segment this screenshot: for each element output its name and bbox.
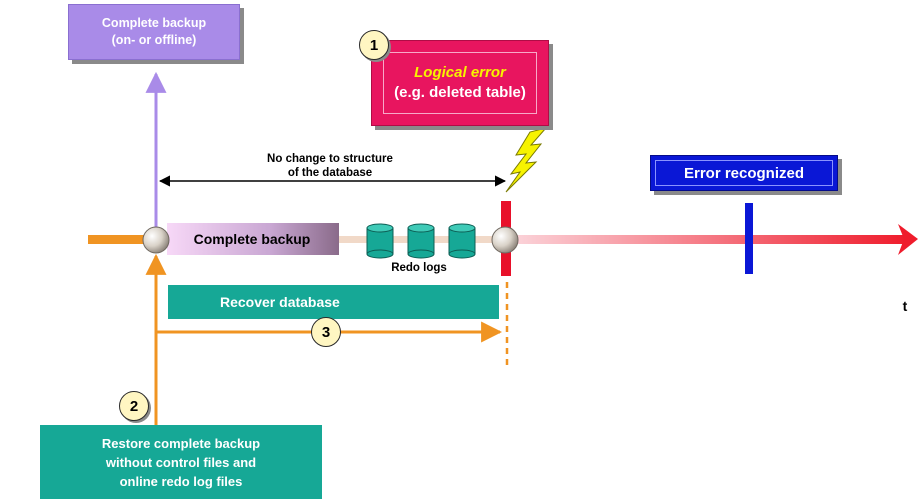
redo-logs-label: Redo logs — [391, 262, 447, 274]
complete-backup-info-box: Complete backup (on- or offline) — [68, 4, 240, 60]
redo-log-cylinder — [407, 223, 435, 259]
error-recognized-text: Error recognized — [683, 164, 805, 182]
logical-error-text: Logical error (e.g. deleted table) — [394, 63, 526, 103]
step-3-number: 3 — [321, 323, 331, 341]
restore-line1: Restore complete backup — [101, 435, 261, 451]
no-change-line1: No change to structure — [267, 153, 393, 165]
step-2-number: 2 — [129, 397, 139, 415]
complete-backup-info-line1: Complete backup — [101, 16, 207, 30]
logical-error-line2: (e.g. deleted table) — [394, 84, 526, 101]
complete-backup-bar-label: Complete backup — [193, 231, 311, 247]
complete-backup-info-line2: (on- or offline) — [111, 33, 197, 47]
step-1-badge: 1 — [359, 30, 389, 60]
backup-node — [142, 226, 170, 254]
timeline-arrowhead — [898, 224, 918, 255]
no-change-line2: of the database — [287, 167, 373, 179]
restore-line2: without control files and — [105, 454, 257, 470]
step-2-badge: 2 — [119, 391, 149, 421]
restore-line3: online redo log files — [119, 473, 243, 489]
error-recognized-label: Error recognized — [650, 155, 838, 191]
error-node — [491, 226, 519, 254]
lightning-icon — [505, 127, 548, 193]
no-change-label: No change to structure of the database — [230, 152, 430, 180]
logical-error-line1: Logical error — [414, 64, 506, 81]
redo-log-cylinder — [366, 223, 394, 259]
recover-database-text: Recover database — [220, 294, 340, 310]
logical-error-box: Logical error (e.g. deleted table) — [371, 40, 549, 126]
step-3-badge: 3 — [311, 317, 341, 347]
time-axis-label: t — [902, 298, 908, 314]
error-recognized-inner-frame — [655, 160, 833, 186]
recover-database-box: Recover database — [168, 285, 499, 319]
restore-backup-box: Restore complete backup without control … — [40, 425, 322, 499]
step-1-number: 1 — [369, 36, 379, 54]
logical-error-inner-frame — [383, 52, 537, 114]
timeline-start-segment — [88, 235, 154, 244]
error-recognized-marker — [745, 203, 753, 274]
timeline-after-error — [512, 235, 907, 244]
complete-backup-bar — [167, 223, 339, 255]
redo-log-cylinder — [448, 223, 476, 259]
